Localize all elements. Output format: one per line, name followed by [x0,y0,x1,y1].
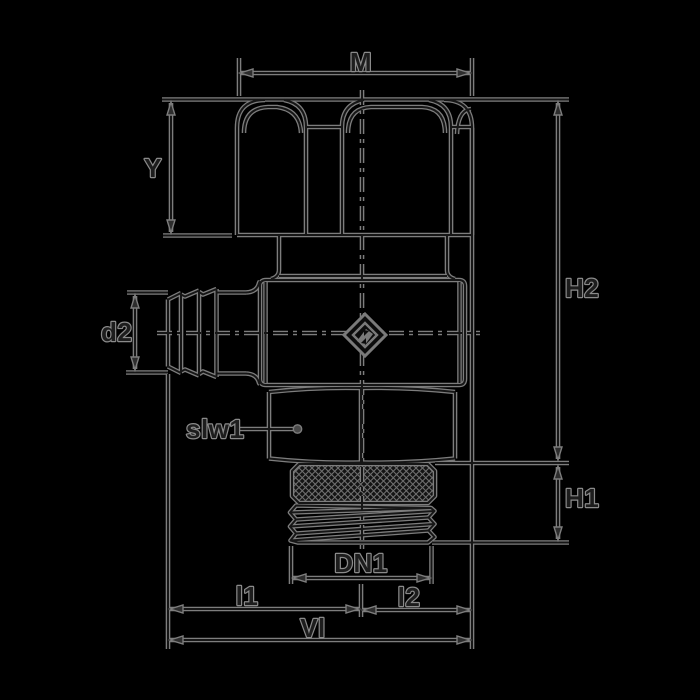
logo-glyph-notch [361,338,366,344]
dim-label-h2: H2 [565,273,599,303]
manufacturer-diamond-logo [341,311,389,359]
arrowhead-right [416,573,433,583]
knurl-texture [292,464,435,503]
arrowhead-left [290,573,307,583]
arrowhead-left [167,635,184,645]
arrowhead-right [456,635,473,645]
arrowhead-down [553,446,563,463]
arrowhead-up [553,463,563,480]
logo-glyph-notch [364,330,369,336]
dim-label-d2: d2 [101,317,132,347]
logo-glyph [357,329,373,346]
dim-label-l2: l2 [398,582,421,612]
arrowhead-right [345,604,362,614]
dim-label-dn1: DN1 [334,548,388,578]
arrowhead-up [130,292,140,309]
arrowhead-right [456,605,473,615]
arrowhead-right [456,68,473,78]
dim-label-slw1: slw1 [186,414,244,444]
arrowhead-down [130,356,140,373]
arrowhead-up [166,99,176,116]
arrowhead-left [360,605,377,615]
dim-label-m: M [350,47,372,77]
dim-label-h1: H1 [565,483,599,513]
dim-label-l1: l1 [236,581,259,611]
dim-label-y: Y [144,153,162,183]
arrowhead-up [553,99,563,116]
dim-label-vl: Vl [300,613,326,643]
arrowhead-left [237,68,254,78]
arrowheads [130,68,563,645]
arrowhead-down [553,526,563,543]
arrowhead-down [166,219,176,236]
slw1-leader-dot [292,424,303,434]
arrowhead-left [167,604,184,614]
